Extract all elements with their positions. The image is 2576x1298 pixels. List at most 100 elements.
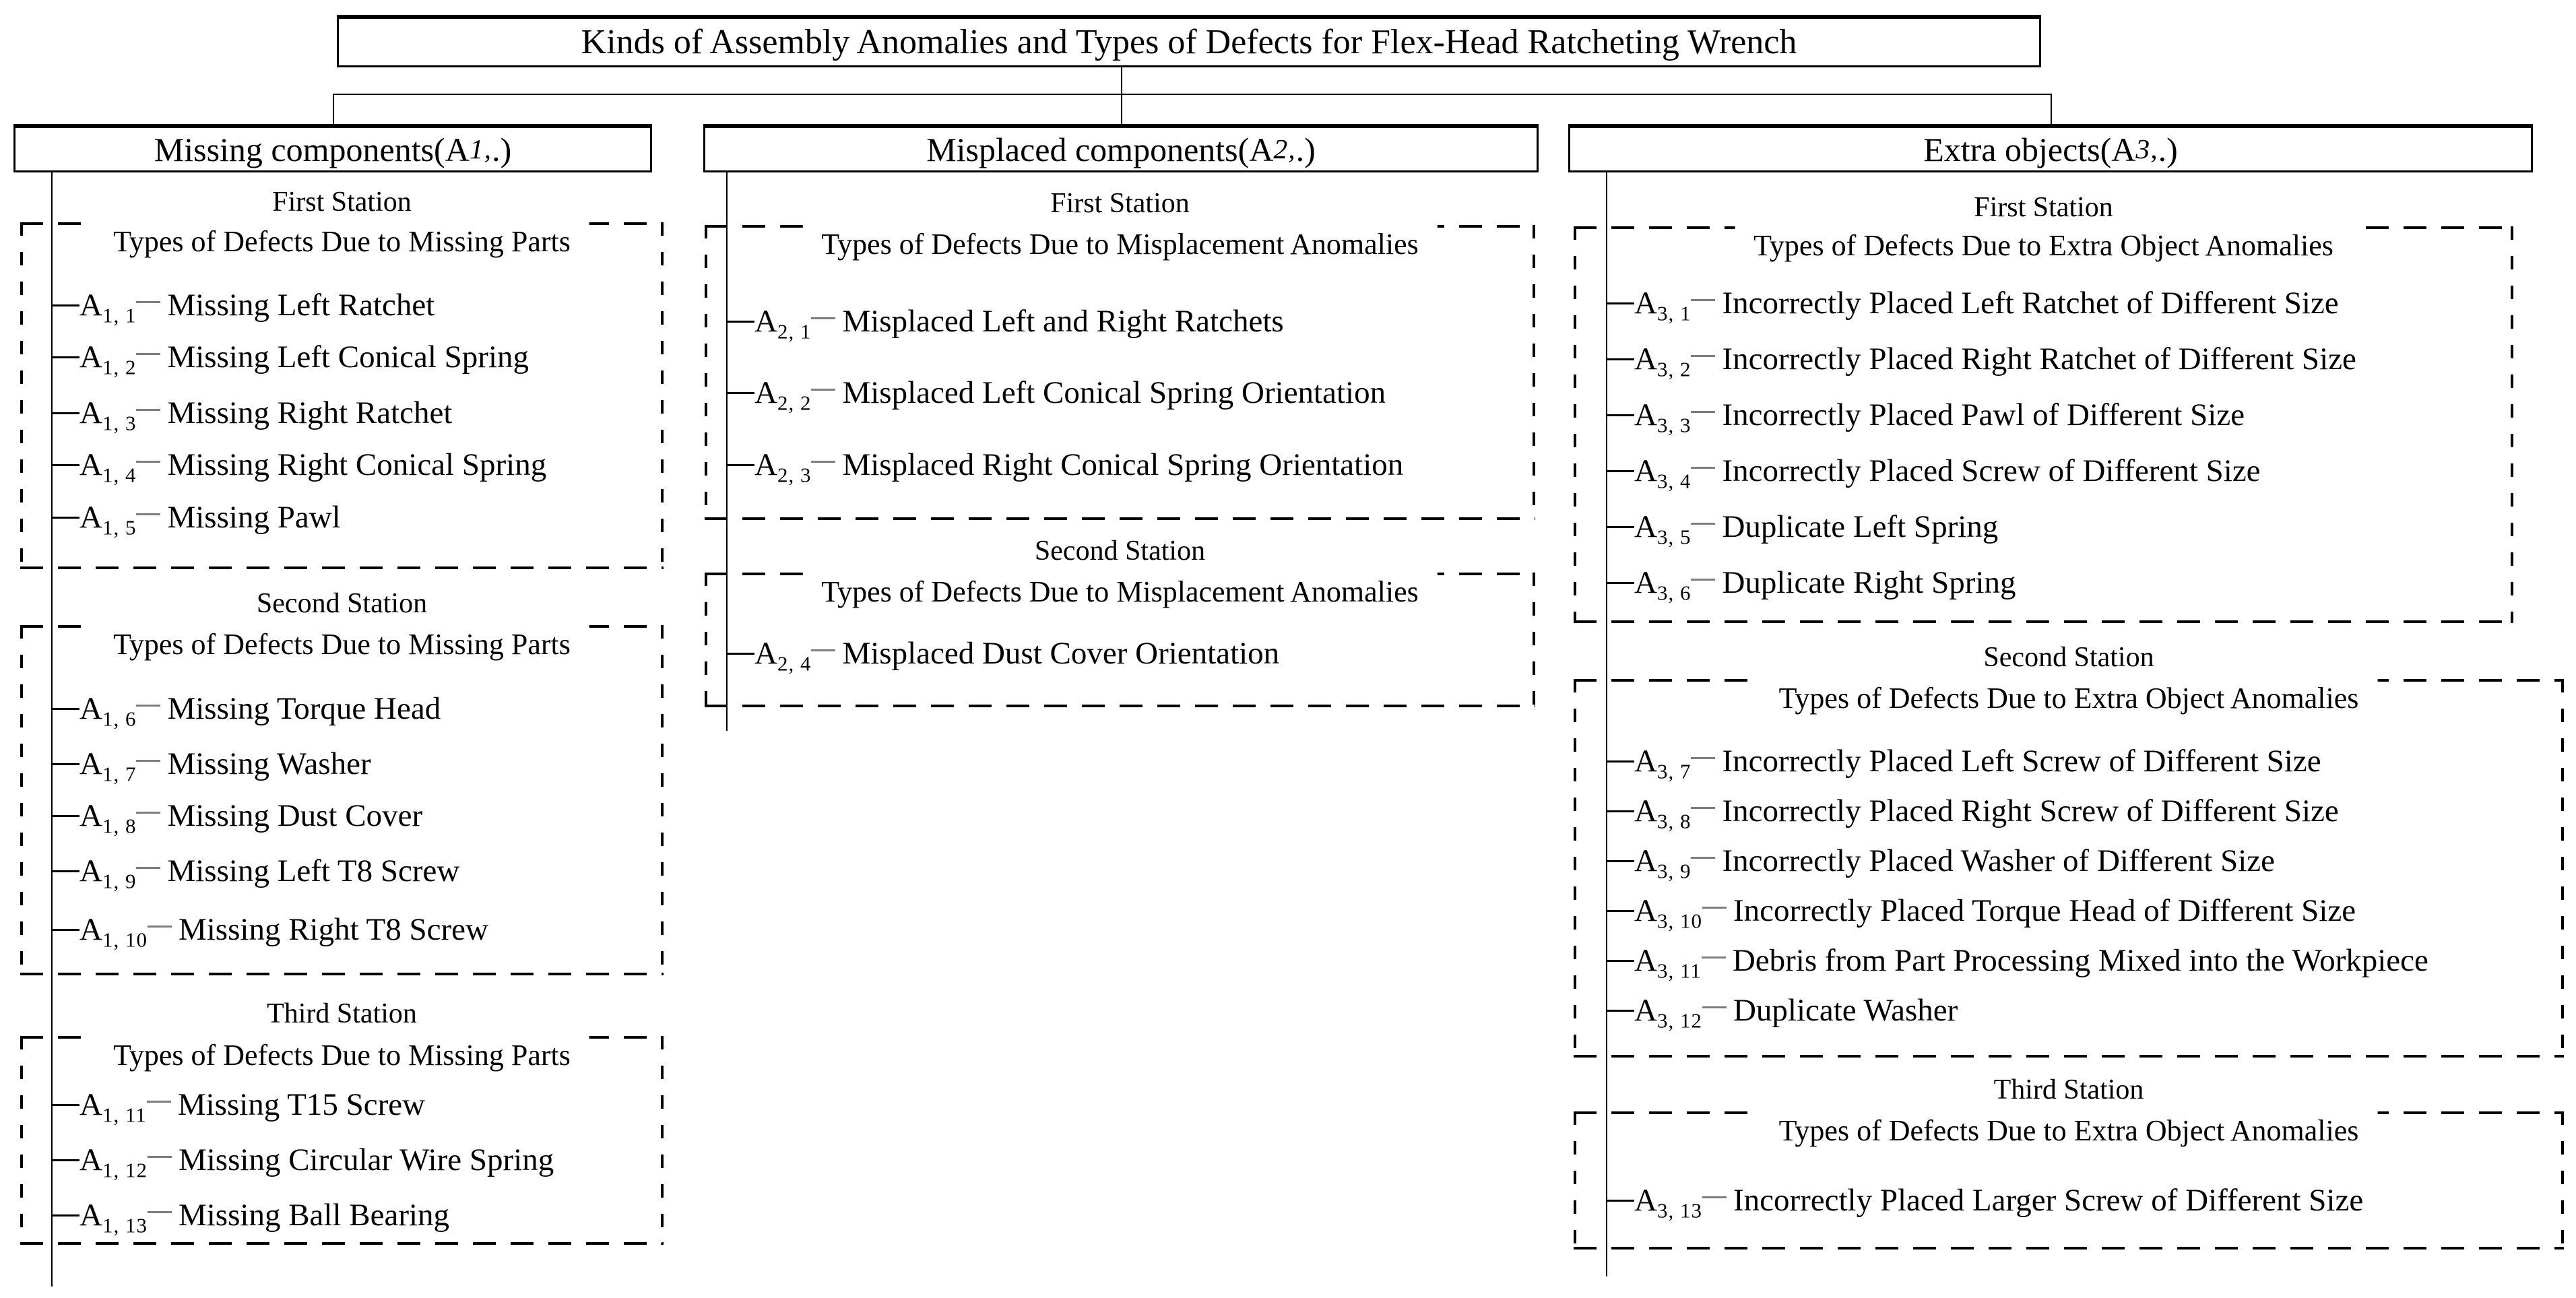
defect-description: Incorrectly Placed Screw of Different Si…: [1722, 453, 2261, 488]
column-header-suffix: .): [2158, 130, 2178, 168]
item-code-letter: A: [1634, 453, 1657, 488]
item-code: A1, 3: [79, 395, 136, 433]
item-dash-tick: [1701, 956, 1726, 959]
item-dash-tick: [811, 388, 836, 391]
defect-description: Incorrectly Placed Left Ratchet of Diffe…: [1722, 286, 2339, 321]
item-code-letter: A: [754, 304, 777, 339]
item-connector-tick: [726, 391, 754, 394]
item-code-subscript: 2, 3: [777, 463, 812, 487]
station-box-title: Types of Defects Due to Extra Object Ano…: [1760, 1107, 2378, 1155]
item-dash-tick: [1691, 410, 1716, 413]
item-code-letter: A: [1634, 744, 1657, 779]
defect-item: A1, 1 Missing Left Ratchet: [51, 284, 659, 327]
item-code-subscript: 3, 10: [1656, 909, 1702, 933]
item-dash-tick: [136, 460, 161, 463]
defect-description: Incorrectly Placed Washer of Different S…: [1722, 843, 2276, 878]
item-code-subscript: 3, 2: [1656, 357, 1692, 381]
column-header-subscript: 3,: [2135, 133, 2158, 165]
item-dash-tick: [1691, 522, 1716, 525]
item-code-letter: A: [79, 395, 102, 430]
defect-description: Missing Left Ratchet: [167, 288, 435, 323]
item-code-letter: A: [1634, 342, 1657, 377]
item-dash-tick: [1702, 1196, 1727, 1198]
item-connector-tick: [51, 870, 79, 872]
item-connector-tick: [1606, 1009, 1634, 1012]
column-header-subscript: 1,: [469, 133, 492, 165]
item-code-subscript: 3, 9: [1656, 859, 1692, 883]
item-code-subscript: 1, 10: [102, 928, 148, 952]
item-code: A1, 2: [79, 339, 136, 377]
item-dash-tick: [136, 704, 161, 707]
station-label: Second Station: [1034, 536, 1206, 566]
item-connector-tick: [51, 463, 79, 466]
defect-description: Missing Washer: [167, 746, 371, 781]
item-code-subscript: 3, 11: [1656, 959, 1702, 983]
item-code-letter: A: [1634, 993, 1657, 1028]
item-dash-tick: [136, 759, 161, 762]
connector-line: [333, 94, 2051, 95]
item-code: A1, 11: [79, 1086, 147, 1125]
item-connector-tick: [51, 707, 79, 710]
item-dash-tick: [811, 317, 836, 319]
item-code: A3, 9: [1634, 843, 1692, 883]
station-label: Third Station: [1993, 1074, 2144, 1105]
column-header-text: Missing components(A: [154, 130, 470, 168]
item-connector-tick: [51, 304, 79, 306]
defect-item: A3, 4 Incorrectly Placed Screw of Differe…: [1606, 449, 2509, 492]
station-box-title: Types of Defects Due to Misplacement Ano…: [802, 569, 1438, 616]
item-code-subscript: 1, 2: [102, 355, 137, 379]
item-dash-tick: [1702, 1006, 1727, 1008]
item-code-subscript: 2, 2: [777, 391, 812, 415]
item-code: A1, 6: [79, 690, 136, 729]
item-connector-tick: [1606, 525, 1634, 528]
item-connector-tick: [726, 652, 754, 655]
item-code: A1, 12: [79, 1142, 148, 1182]
station-box-title: Types of Defects Due to Extra Object Ano…: [1735, 222, 2352, 269]
item-code-letter: A: [79, 500, 102, 535]
item-code: A3, 6: [1634, 564, 1692, 605]
item-code-letter: A: [79, 691, 102, 726]
item-code: A1, 5: [79, 499, 136, 538]
item-code-subscript: 1, 4: [102, 463, 137, 487]
station-box: [20, 222, 664, 569]
station-box-title: Types of Defects Due to Missing Parts: [94, 621, 589, 668]
item-code-subscript: 3, 6: [1656, 581, 1692, 605]
item-dash-tick: [136, 408, 161, 411]
item-code-subscript: 2, 1: [777, 319, 812, 344]
defect-description: Missing Circular Wire Spring: [178, 1142, 554, 1177]
station-label: Second Station: [1983, 642, 2154, 673]
item-code-letter: A: [1634, 893, 1657, 928]
item-code: A1, 1: [79, 287, 136, 325]
item-connector-tick: [1606, 760, 1634, 762]
defect-description: Misplaced Right Conical Spring Orientati…: [842, 447, 1404, 482]
item-dash-tick: [136, 513, 161, 515]
column-header-text: Extra objects(A: [1923, 130, 2136, 168]
defect-description: Missing Dust Cover: [167, 798, 423, 833]
item-code-letter: A: [1634, 397, 1657, 432]
item-code-subscript: 1, 7: [102, 762, 137, 786]
station-box: [20, 625, 664, 975]
defect-description: Missing Torque Head: [167, 691, 441, 726]
item-code-subscript: 3, 3: [1656, 413, 1692, 437]
station-box: [1574, 226, 2513, 623]
item-code: A3, 12: [1634, 992, 1702, 1031]
diagram-title: Kinds of Assembly Anomalies and Types of…: [581, 23, 1797, 61]
item-connector-tick: [1606, 302, 1634, 304]
item-dash-tick: [136, 866, 161, 869]
station-label: First Station: [1974, 192, 2113, 223]
item-code-letter: A: [79, 853, 102, 888]
item-code-subscript: 3, 4: [1656, 469, 1692, 493]
item-dash-tick: [146, 1100, 171, 1103]
item-code-subscript: 1, 12: [102, 1158, 148, 1182]
